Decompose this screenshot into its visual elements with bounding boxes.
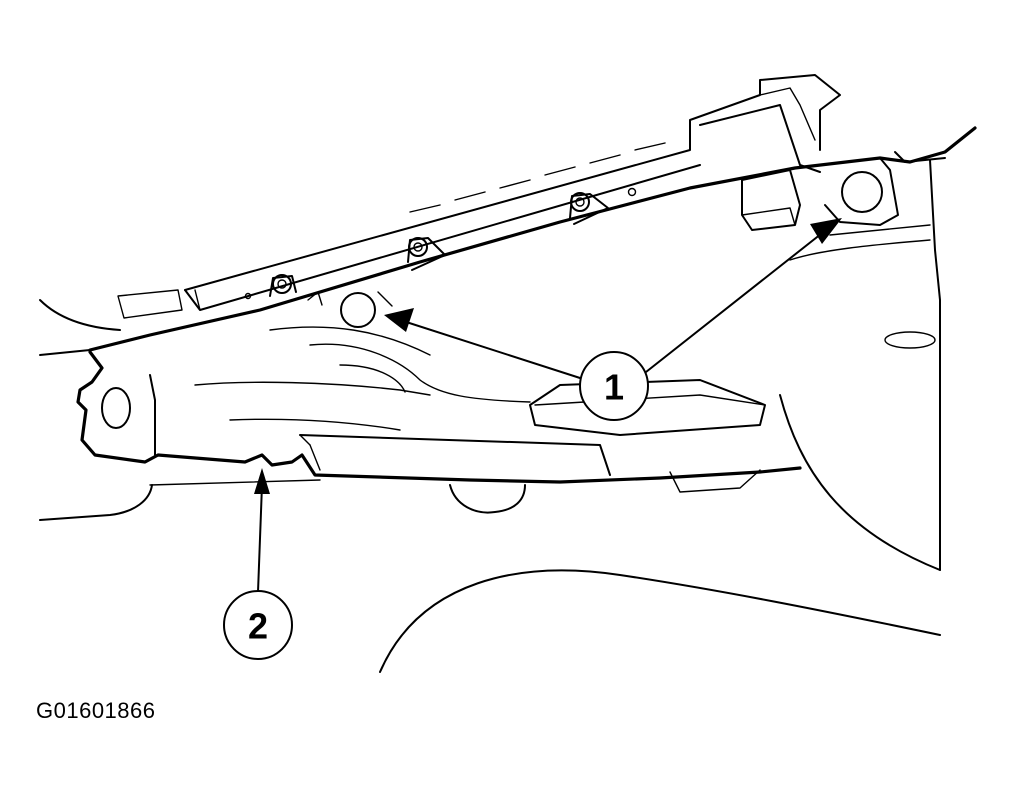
figure-code: G01601866 [36,698,156,723]
fastener-hole-left [307,291,393,328]
fastener-hole-right [841,171,883,213]
callout-1-arrows [384,218,842,379]
upper-rail [117,74,841,319]
panel-outline [39,126,977,356]
callout-2: 2 [223,590,293,660]
callout-1-label: 1 [604,367,624,408]
lower-panel [39,394,941,673]
rail-clips [244,187,637,300]
callout-2-label: 2 [248,606,268,647]
frame-rail [76,326,802,484]
callout-1: 1 [579,351,649,421]
right-bracket [741,151,946,571]
callout-2-arrow [254,468,270,593]
